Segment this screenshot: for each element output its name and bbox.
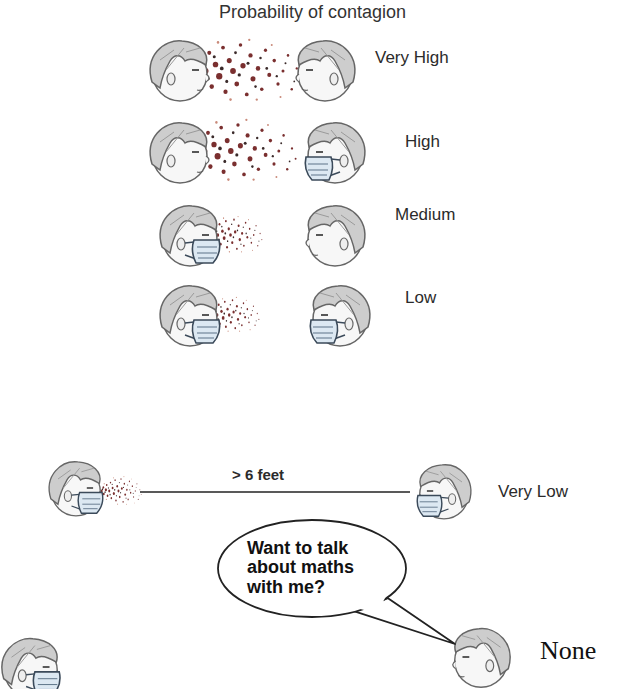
bubble-ellipse bbox=[218, 520, 406, 617]
level-label: Very Low bbox=[498, 482, 568, 502]
level-label: Low bbox=[405, 288, 436, 308]
level-label: Very High bbox=[375, 48, 449, 68]
level-label: High bbox=[405, 132, 440, 152]
level-label: Medium bbox=[395, 205, 455, 225]
level-label: None bbox=[540, 636, 596, 666]
speech-bubble: Want to talk about maths with me? bbox=[217, 519, 407, 618]
level-label: > 6 feet bbox=[232, 466, 284, 483]
bubble-tail-join bbox=[356, 596, 386, 613]
bubble-text: Want to talk about maths with me? bbox=[247, 539, 377, 597]
title: Probability of contagion bbox=[219, 2, 406, 23]
